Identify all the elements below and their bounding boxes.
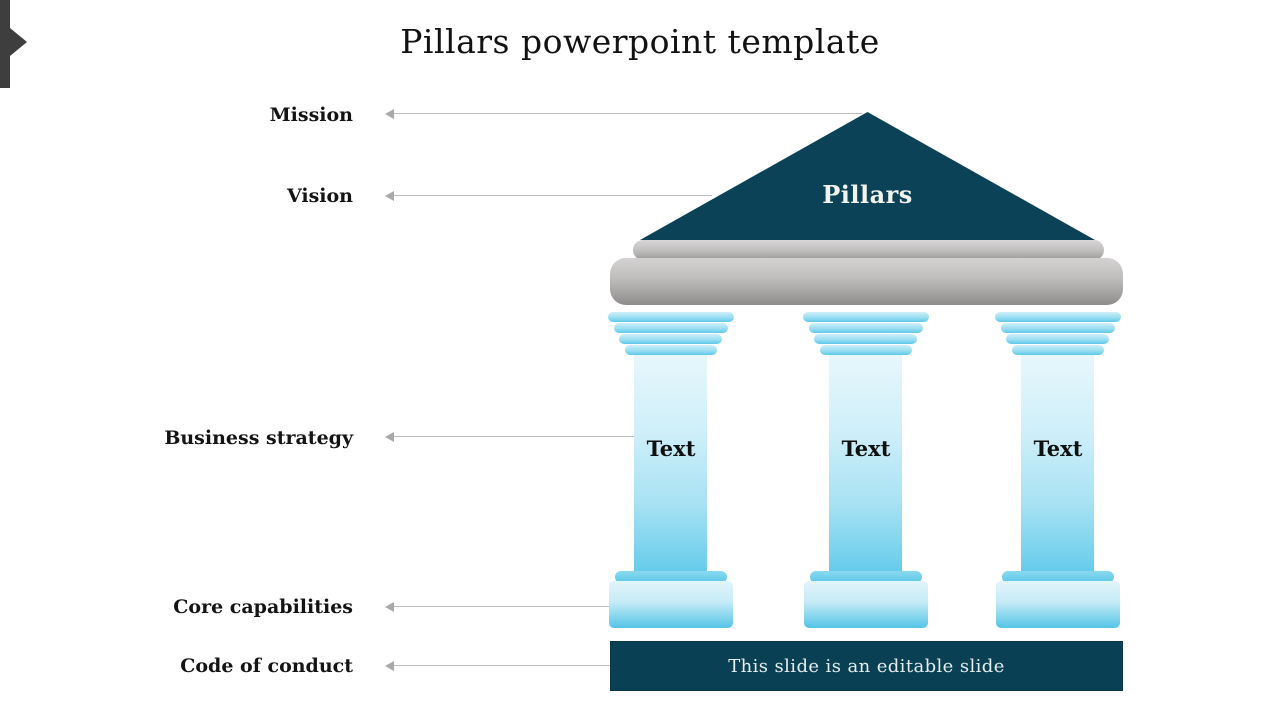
pillar-text-label: Text bbox=[841, 436, 891, 461]
pillar-capital-bar bbox=[625, 345, 717, 355]
arrow-core-capabilities bbox=[385, 602, 610, 612]
pillar-capital-bar bbox=[1001, 323, 1115, 333]
footer-text: This slide is an editable slide bbox=[728, 656, 1005, 677]
pillar-base-collar bbox=[615, 571, 727, 583]
pillar-base-collar bbox=[810, 571, 922, 583]
footer-banner: This slide is an editable slide bbox=[610, 641, 1123, 691]
pillar-capital-bar bbox=[1006, 334, 1109, 344]
pediment-triangle: Pillars bbox=[640, 112, 1095, 240]
pillar-capital-bar bbox=[814, 334, 917, 344]
arrow-line bbox=[387, 113, 862, 114]
pillar-capital-bar bbox=[803, 312, 929, 322]
pillar-capital-bar bbox=[809, 323, 923, 333]
pillar-base-collar bbox=[1002, 571, 1114, 583]
pillar-capital-bar bbox=[820, 345, 912, 355]
pillar-capital-bar bbox=[995, 312, 1121, 322]
pillar-base-block bbox=[804, 581, 928, 628]
pillar-shaft bbox=[634, 354, 707, 574]
arrow-left-icon bbox=[385, 661, 394, 671]
pillar-capital-bar bbox=[1012, 345, 1104, 355]
arrow-line bbox=[387, 436, 634, 437]
entablature-bottom-bar bbox=[610, 258, 1123, 305]
arrow-left-icon bbox=[385, 432, 394, 442]
label-vision: Vision bbox=[286, 185, 353, 207]
entablature-top-bar bbox=[633, 240, 1104, 260]
pillar-shaft bbox=[1021, 354, 1094, 574]
pillar-base-block bbox=[996, 581, 1120, 628]
arrow-line bbox=[387, 606, 610, 607]
arrow-mission bbox=[385, 109, 862, 119]
arrow-left-icon bbox=[385, 109, 394, 119]
pediment-label: Pillars bbox=[822, 180, 913, 209]
label-code-of-conduct: Code of conduct bbox=[180, 655, 353, 677]
arrow-line bbox=[387, 195, 712, 196]
corner-accent-bar bbox=[0, 0, 10, 88]
pillar-base-block bbox=[609, 581, 733, 628]
pillar-shaft bbox=[829, 354, 902, 574]
label-mission: Mission bbox=[269, 104, 353, 126]
arrow-code-of-conduct bbox=[385, 661, 610, 671]
pillar-text-label: Text bbox=[1033, 436, 1083, 461]
label-business-strategy: Business strategy bbox=[164, 427, 353, 449]
arrow-vision bbox=[385, 191, 712, 201]
arrow-left-icon bbox=[385, 191, 394, 201]
arrow-business-strategy bbox=[385, 432, 634, 442]
pillar-capital-bar bbox=[608, 312, 734, 322]
corner-accent-arrow-icon bbox=[10, 28, 27, 56]
arrow-line bbox=[387, 665, 610, 666]
page-title: Pillars powerpoint template bbox=[400, 22, 880, 61]
label-core-capabilities: Core capabilities bbox=[173, 596, 353, 618]
arrow-left-icon bbox=[385, 602, 394, 612]
pillar-capital-bar bbox=[614, 323, 728, 333]
pillar-capital-bar bbox=[619, 334, 722, 344]
